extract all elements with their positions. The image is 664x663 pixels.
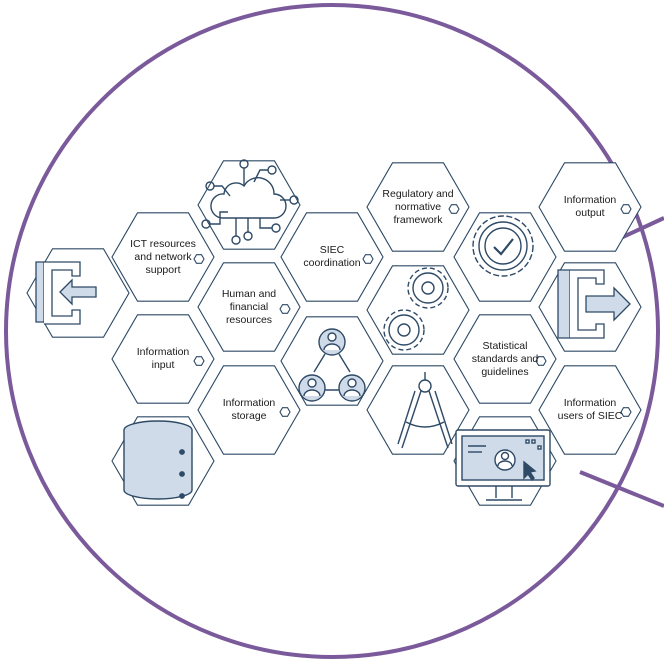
hexagon-information-input [111,314,215,404]
label-information-storage: Information storage [222,397,276,422]
label-regulatory-framework: Regulatory and normative framework [382,187,454,226]
hexagon-information-output [538,162,642,252]
hex-bullet [620,204,632,214]
arrow-left-icon [35,261,97,325]
hex-bullet [193,356,205,366]
hexagon-regulatory-framework [366,162,470,252]
label-information-users: Information users of SIEC [557,397,623,422]
database-icon [123,420,193,500]
certified-badge-icon [472,215,534,277]
hexagon-information-users [538,365,642,455]
people-network-icon [298,328,366,402]
connector-line-bottom [579,470,664,508]
label-statistical-standards: Statistical standards and guidelines [471,339,539,378]
cloud-network-icon [201,159,299,245]
hex-bullet [279,407,291,417]
hexagon-human-financial [197,262,301,352]
hex-bullet [193,254,205,264]
hexagon-statistical-standards [453,314,557,404]
hex-bullet [279,304,291,314]
arrow-right-icon [557,269,631,339]
label-information-input: Information input [136,346,190,371]
hex-bullet [620,407,632,417]
drafting-compass-icon [397,372,453,449]
label-ict-resources: ICT resources and network support [130,237,196,276]
frame-circle [4,3,660,659]
hexagon-ict-resources [111,212,215,302]
hexagon-siec-coordination [280,212,384,302]
label-siec-coordination: SIEC coordination [303,244,361,269]
monitor-user-icon [455,429,551,501]
label-human-financial: Human and financial resources [221,287,277,326]
hexagon-information-storage [197,365,301,455]
hex-bullet [448,204,460,214]
icon-hexagon [366,365,470,455]
hex-bullet [362,254,374,264]
hex-bullet [535,356,547,366]
label-information-output: Information output [563,194,617,219]
gears-icon [383,267,449,351]
